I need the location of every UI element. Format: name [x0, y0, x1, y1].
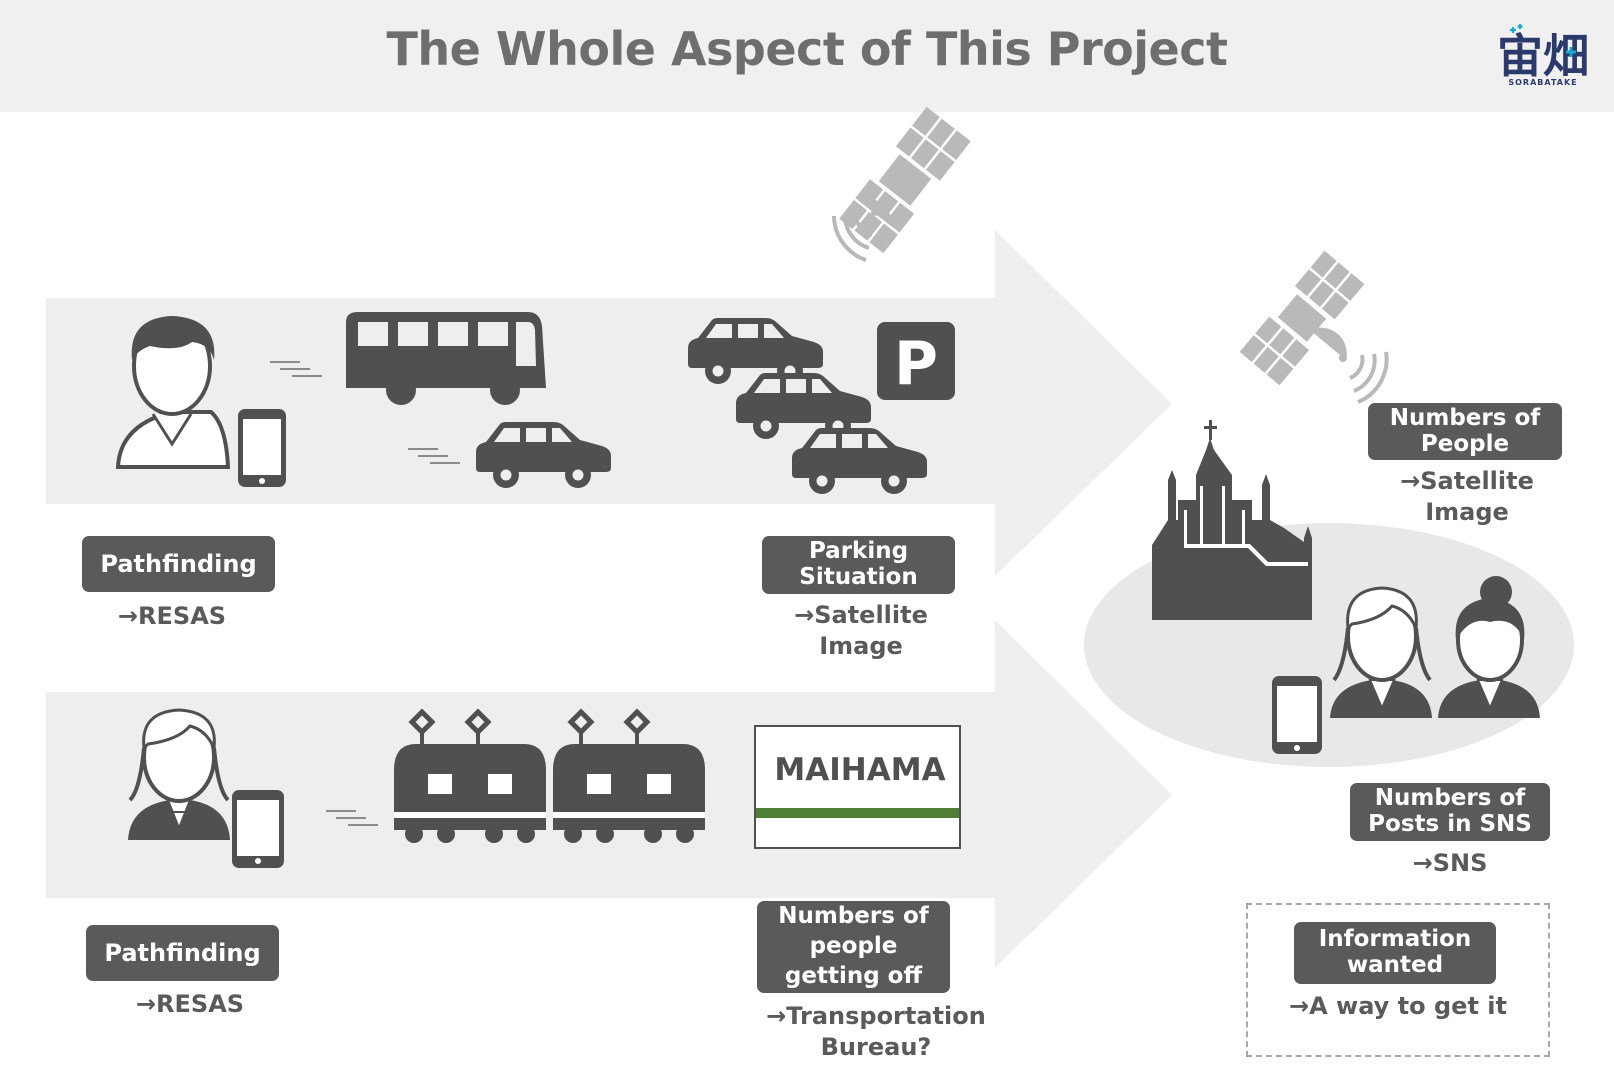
header-bar: [0, 0, 1614, 112]
satellite-dish-icon: [1310, 327, 1347, 360]
legend-information-label: Information wanted: [1294, 922, 1496, 984]
sorabatake-logo: 宙畑: [1497, 24, 1589, 83]
top-route-arrow: [46, 230, 1172, 576]
station-name: MAIHAMA: [774, 752, 946, 788]
top-pathfinding-label: Pathfinding: [82, 536, 275, 592]
bottom-pathfinding-source: →RESAS: [135, 990, 245, 1018]
bottom-pathfinding-label: Pathfinding: [86, 925, 279, 981]
page-title: The Whole Aspect of This Project: [386, 22, 1228, 76]
top-pathfinding-source: →RESAS: [117, 602, 227, 630]
smartphone-icon: [238, 409, 286, 487]
woman-icon: [1438, 576, 1540, 718]
smartphone-icon: [1272, 676, 1322, 754]
signal-waves-icon: [1339, 351, 1389, 404]
svg-text:P: P: [894, 329, 938, 399]
people-getting-off-label: Numbers of people getting off: [757, 901, 950, 993]
parking-sign-icon: P: [877, 322, 955, 400]
plus-icon: [1566, 47, 1576, 57]
parking-situation-label: Parking Situation: [762, 536, 955, 594]
bus-icon: [346, 312, 546, 405]
woman-icon: [1330, 586, 1432, 718]
smartphone-icon: [232, 790, 284, 868]
signal-waves-icon: [832, 208, 879, 262]
station-sign: [754, 725, 961, 849]
people-getting-off-source: →Transportation Bureau?: [766, 1002, 986, 1062]
castle-icon: [1152, 420, 1312, 620]
posts-in-sns-label: Numbers of Posts in SNS: [1350, 783, 1550, 841]
legend-source-text: →A way to get it: [1289, 992, 1507, 1020]
logo-subtext: SORABATAKE: [1508, 78, 1578, 87]
parking-situation-source: →Satellite Image: [794, 601, 928, 661]
posts-in-sns-source: →SNS: [1412, 849, 1488, 877]
numbers-of-people-label: Numbers of People: [1368, 403, 1562, 460]
svg-text:宙畑: 宙畑: [1497, 29, 1589, 83]
speed-lines: [270, 361, 460, 826]
woman-icon: [128, 708, 230, 840]
legend-box: [1246, 903, 1550, 1057]
sparkle-icon: [1510, 24, 1523, 33]
numbers-of-people-source: →Satellite Image: [1400, 467, 1534, 527]
man-icon: [115, 316, 231, 469]
satellite-icon: [1239, 250, 1365, 386]
satellite-icon: [839, 106, 971, 254]
